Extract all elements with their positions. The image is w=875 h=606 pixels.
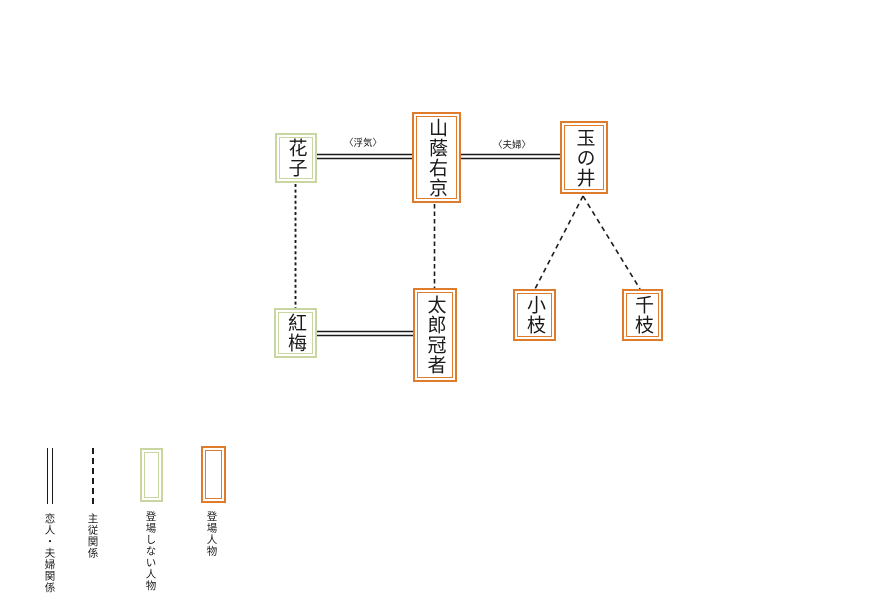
edge-label-married: 〈夫婦〉 (492, 140, 531, 151)
edge-yamakage-tamanoi (460, 153, 561, 160)
legend-label-master-servant: 主従関係 (86, 513, 99, 559)
node-saeda: 小枝 (513, 289, 556, 341)
edge-hanako-yamakage (317, 153, 414, 160)
node-chieda-label: 千枝 (626, 293, 659, 337)
legend-label-appearing: 登場人物 (205, 511, 218, 557)
node-yamakage-ukyo-label: 山蔭右京 (416, 116, 457, 199)
edge-tamanoi-saeda (534, 195, 584, 290)
edge-tamanoi-chieda (582, 195, 641, 290)
node-kobai-label: 紅梅 (278, 312, 313, 354)
legend-dashed-line-symbol (92, 448, 94, 504)
edge-kobai-taro (317, 330, 414, 337)
node-hanako-label: 花子 (279, 137, 313, 179)
legend-orange-box-inner (205, 450, 222, 499)
node-kobai: 紅梅 (274, 308, 317, 358)
node-yamakage-ukyo: 山蔭右京 (412, 112, 461, 203)
node-chieda: 千枝 (622, 289, 663, 341)
legend-label-lovers-couple: 恋人・夫婦関係 (43, 513, 56, 594)
node-taro-kaja-label: 太郎冠者 (417, 292, 453, 378)
node-tamanoi: 玉の井 (560, 121, 608, 194)
legend-green-box-symbol (140, 448, 163, 502)
node-taro-kaja: 太郎冠者 (413, 288, 457, 382)
edge-label-affair: 〈浮気〉 (343, 138, 382, 149)
legend-double-line-symbol (47, 448, 53, 504)
node-saeda-label: 小枝 (517, 293, 552, 337)
node-tamanoi-label: 玉の井 (564, 125, 604, 190)
legend-green-box-inner (144, 452, 159, 498)
node-hanako: 花子 (275, 133, 317, 183)
legend-label-non-appearing: 登場しない人物 (144, 511, 157, 592)
legend-orange-box-symbol (201, 446, 226, 503)
